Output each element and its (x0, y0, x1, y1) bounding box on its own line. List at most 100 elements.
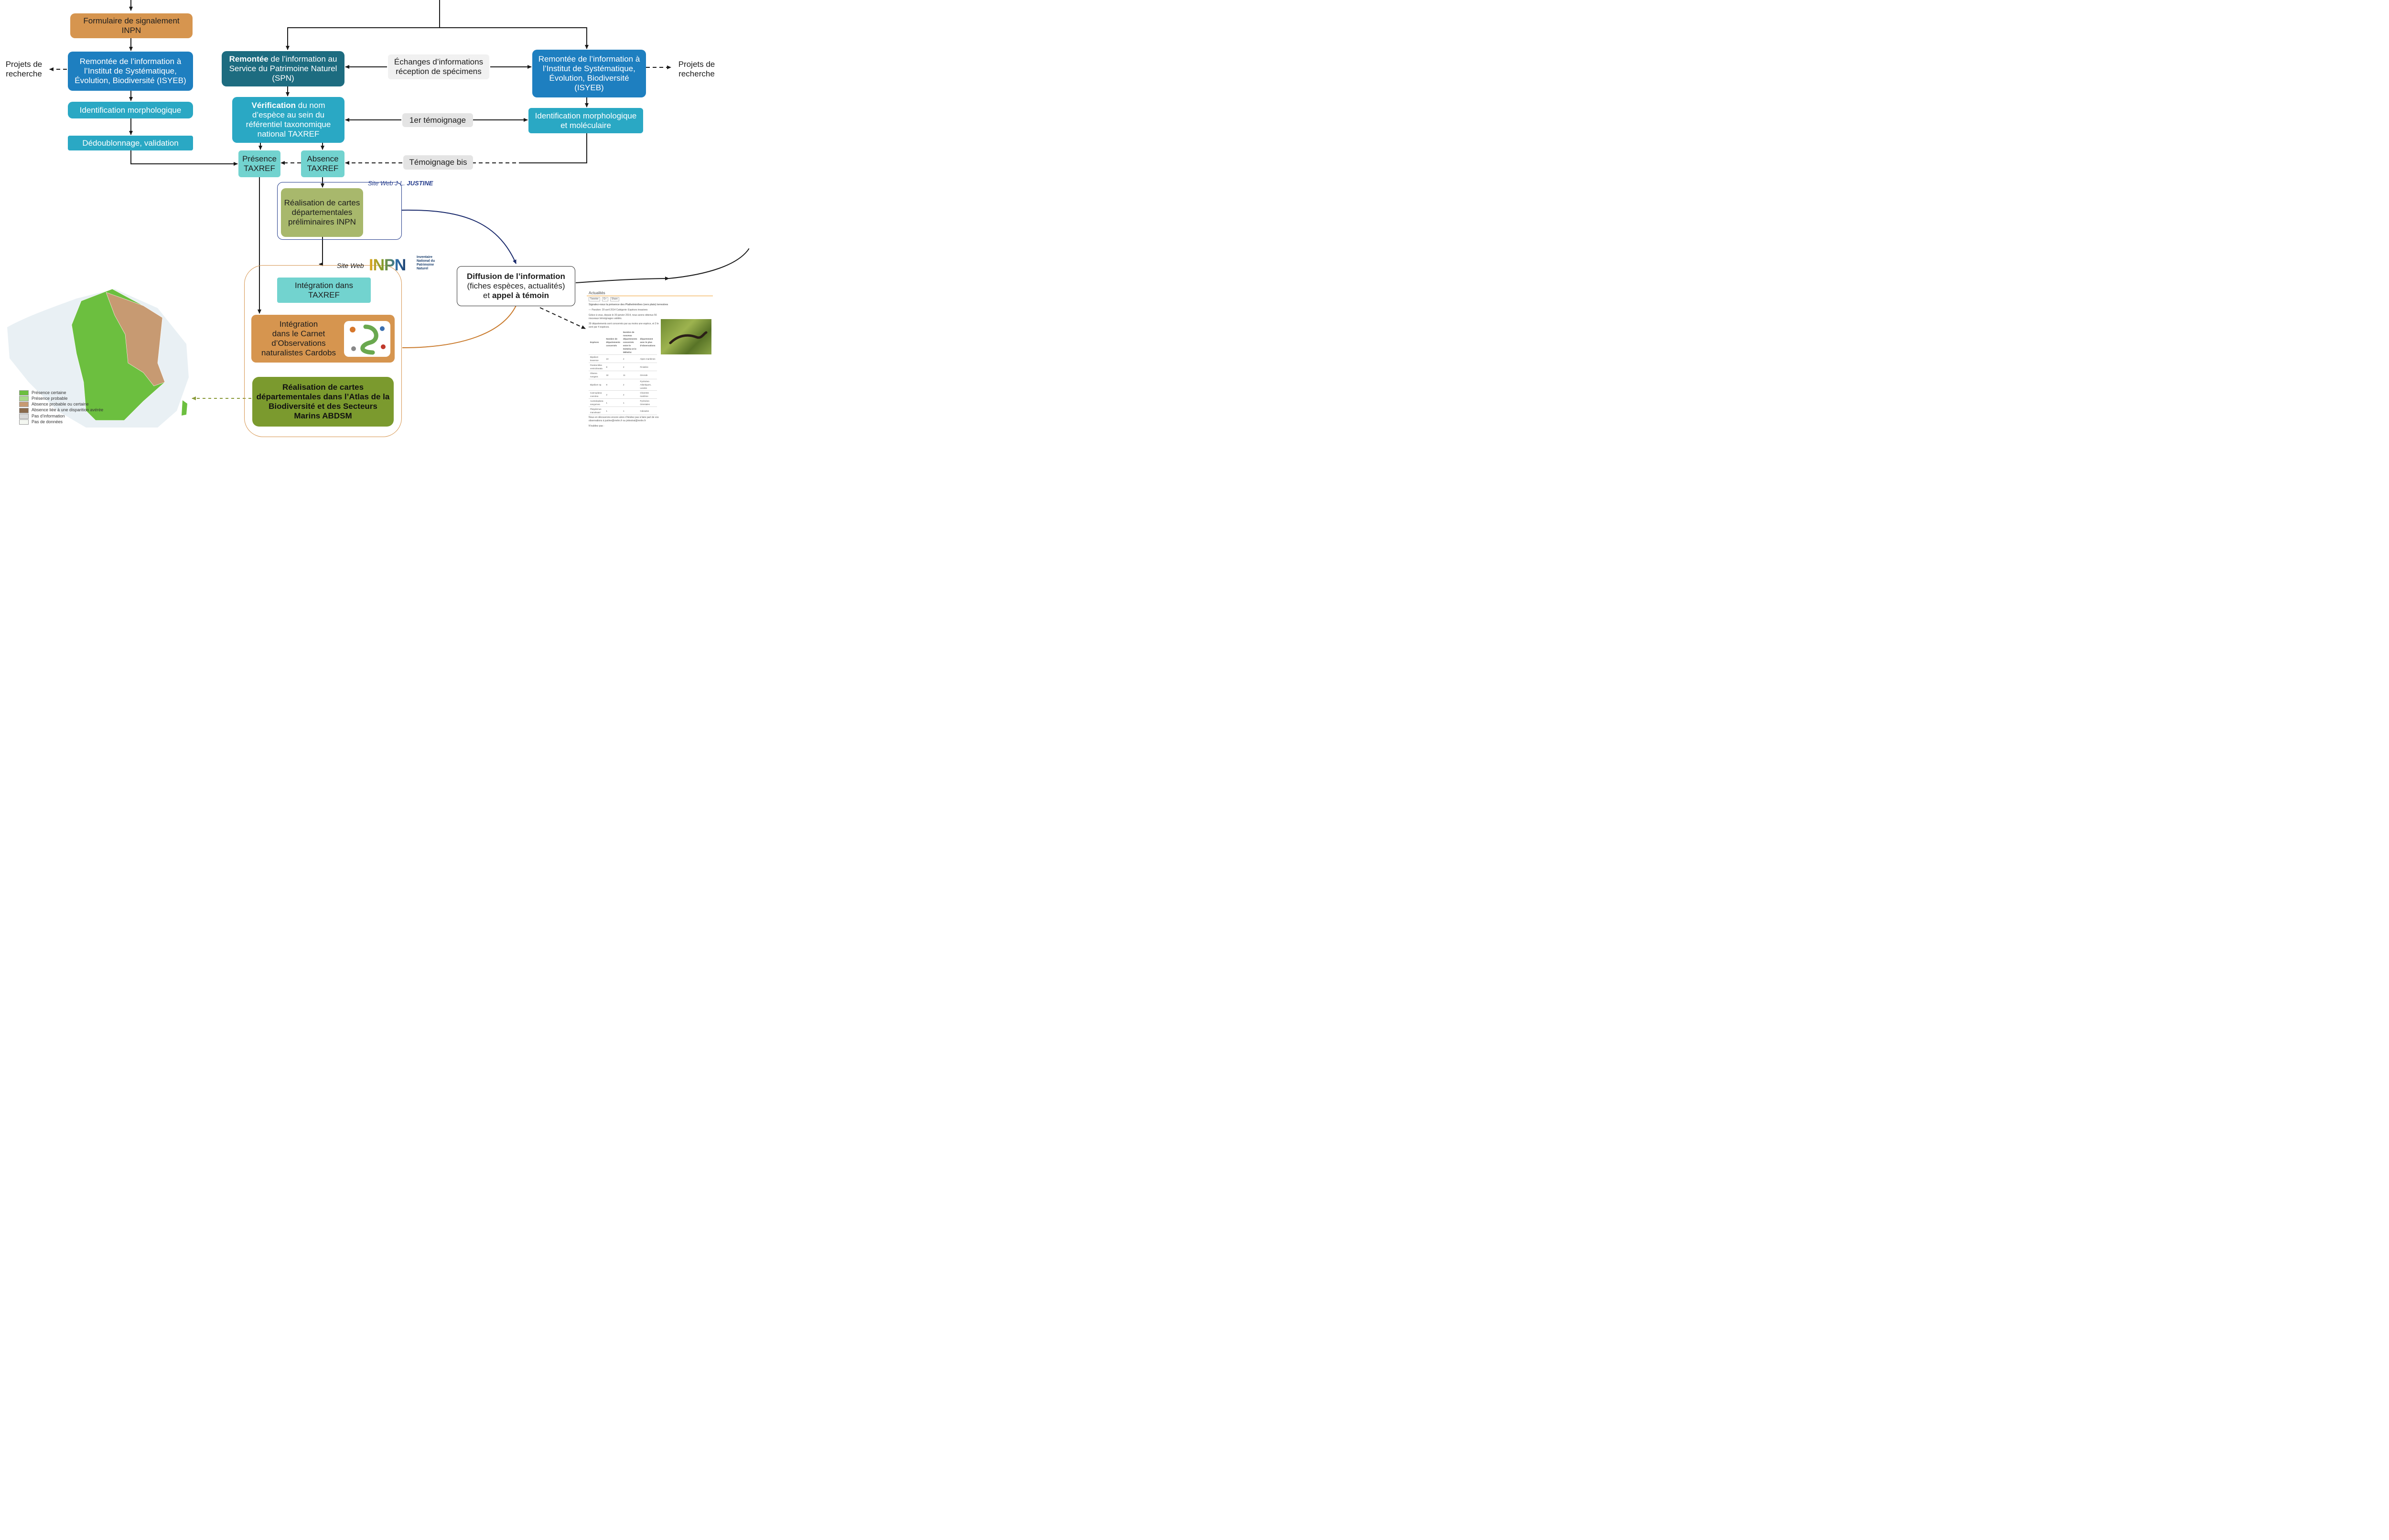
legend-swatch (19, 390, 29, 396)
social-button[interactable]: Share (610, 297, 619, 301)
diffusion-title: Diffusion de l’information (467, 272, 565, 281)
legend-item: Absence liée à une disparition avérée (19, 407, 103, 413)
verification-node: Vérification du nom d’espèce au sein du … (232, 97, 344, 143)
news-footer: Nous en découvrons encore alors n'hésite… (589, 416, 659, 422)
legend-swatch (19, 419, 29, 425)
table-cell: Calvados (638, 406, 657, 415)
legend-item: Présence certaine (19, 390, 103, 396)
table-cell: Finistère (638, 363, 657, 371)
spn-bold: Remontée (229, 54, 269, 64)
table-cell: 8 (604, 363, 622, 371)
cardobs-logo (344, 321, 390, 357)
inpn-site-frame (244, 265, 402, 437)
edge-top-to-isyeb-right (440, 27, 589, 49)
legend-label: Absence liée à une disparition avérée (32, 407, 104, 413)
table-cell: 2 (622, 363, 639, 371)
edge-diffusion-to-news (539, 307, 586, 329)
social-button[interactable]: Tweeter (589, 297, 600, 301)
legend-label: Pas de données (32, 419, 63, 424)
table-header: Nombre de nouveau départements concernés… (622, 330, 639, 355)
news-intro2: 39 départements sont concernés par au mo… (589, 322, 659, 329)
inpn-logo-text: Inventaire National du Patrimoine Nature… (417, 256, 435, 270)
table-header: Nombre de départements concernés (604, 330, 622, 355)
table-header: Espèces (589, 330, 605, 355)
justine-prefix: Site Web J-L. (368, 180, 407, 187)
legend-item: Absence probable ou certaine (19, 401, 103, 407)
news-posted: — Parution: 29 avril 2014 Catégorie: Esp… (589, 309, 648, 311)
table-cell: 2 (604, 390, 622, 399)
research-right-label: Projets de recherche (678, 60, 715, 78)
table-cell: 2 (622, 379, 639, 391)
edge-cardobs-to-diffusion (402, 299, 519, 348)
spn-node: Remontée de l’information au Service du … (222, 51, 344, 86)
table-cell: 2 (622, 390, 639, 399)
presence-node: Présence TAXREF (238, 150, 280, 177)
dedoublonnage-node: Dédoublonnage, validation (68, 136, 193, 150)
table-cell: Platydemus manokwari (589, 406, 605, 415)
first-testimony-node: 1er témoignage (402, 113, 473, 127)
legend-label: Pas d’information (32, 413, 65, 418)
table-cell: 32 (604, 371, 622, 379)
justine-caption: Site Web J-L. JUSTINE (368, 180, 433, 187)
legend-item: Pas de données (19, 419, 103, 425)
edge-top-to-spn (286, 0, 440, 50)
table-cell: 2 (622, 354, 639, 363)
diffusion-prefix: et (483, 291, 492, 300)
table-cell: 1 (604, 406, 622, 415)
abdsm-node: Réalisation de cartes départementales da… (252, 377, 394, 427)
table-cell: Bipalium kewense (589, 354, 605, 363)
edge-justine-to-diffusion (401, 209, 517, 264)
prelim-maps-node: Réalisation de cartes départementales pr… (281, 188, 363, 237)
form-inpn-node: Formulaire de signalement INPN (70, 13, 193, 38)
news-intro: Grâce à vous, depuis le 30 janvier 2014,… (589, 314, 657, 320)
news-forget: N'oubliez pas : (589, 425, 604, 428)
diffusion-detail: (fiches espèces, actualités) (467, 281, 565, 290)
flatworm-photo (661, 319, 711, 354)
edge-dedoub-to-presence (130, 150, 238, 166)
second-testimony-node: Témoignage bis (403, 155, 473, 170)
absence-node: Absence TAXREF (301, 150, 344, 177)
legend-item: Présence probable (19, 396, 103, 402)
table-cell: 10 (604, 354, 622, 363)
inpn-logo: INPN (369, 256, 406, 274)
id-morpho-mol-node: Identification morphologique et molécula… (528, 108, 643, 133)
integration-taxref-node: Intégration dans TAXREF (277, 278, 371, 303)
table-cell: Obama nungara (589, 371, 605, 379)
legend-label: Présence probable (32, 396, 68, 401)
news-bullets: - la photo (avec votre accord ou non pou… (587, 429, 662, 430)
edge-idmol-down (523, 133, 587, 163)
table-cell: Bipalium sp. (589, 379, 605, 391)
table-cell: Pyrénées-Atlantiques, Landes (638, 379, 657, 391)
table-cell: Parakontikia ventrolineata (589, 363, 605, 371)
table-cell: 1 (622, 398, 639, 407)
exchanges-node: Échanges d’informations réception de spé… (388, 54, 489, 79)
legend-swatch (19, 413, 29, 419)
isyeb-left-node: Remontée de l’information à l’Institut d… (68, 52, 193, 91)
table-cell: 1 (622, 406, 639, 415)
table-cell: Australoplana sanguinea (589, 398, 605, 407)
research-left-label: Projets de recherche (5, 60, 43, 78)
table-cell: 1 (604, 398, 622, 407)
legend-label: Absence probable ou certaine (32, 402, 89, 407)
legend-swatch (19, 402, 29, 407)
spn-text: de l’information au Service du Patrimoin… (229, 54, 337, 83)
justine-site-frame (277, 182, 402, 240)
table-cell: Caenoplana coerulea (589, 390, 605, 399)
edge-diffusion-exit (668, 248, 749, 279)
diffusion-call: appel à témoin (492, 291, 549, 300)
verif-text: du nom d’espèce au sein du référentiel t… (246, 101, 331, 139)
cardobs-text: Intégration dans le Carnet d’Observation… (261, 320, 336, 357)
social-button[interactable]: G+ (602, 297, 608, 301)
inpn-site-caption: Site Web (337, 262, 364, 269)
france-map (7, 289, 189, 428)
